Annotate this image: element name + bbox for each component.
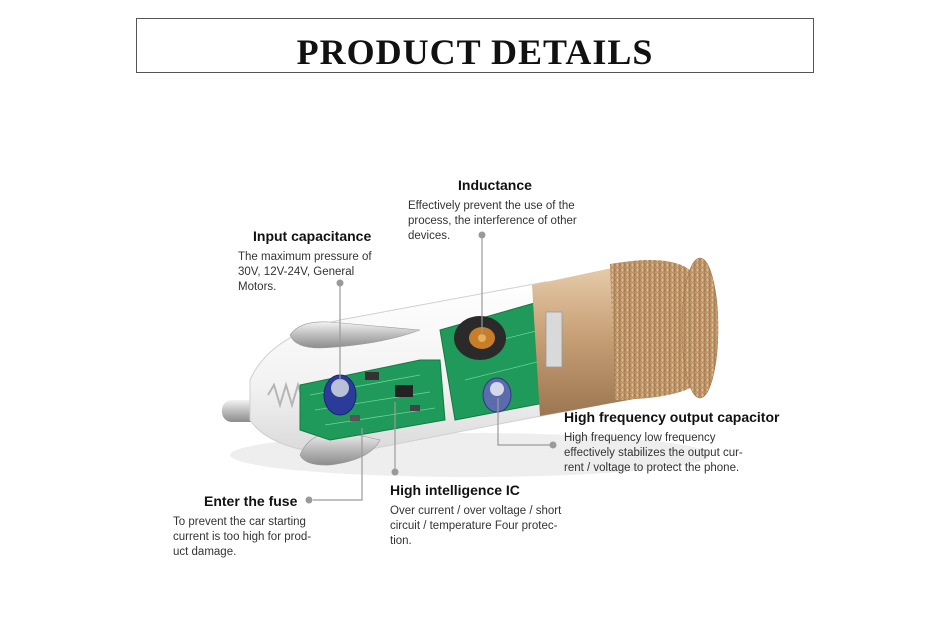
callout-fuse-heading: Enter the fuse [204, 493, 298, 509]
callout-fuse: Enter the fuse To prevent the car starti… [173, 493, 323, 560]
callout-inductance-heading: Inductance [458, 177, 532, 193]
callout-inductance-body: Effectively prevent the use of the proce… [408, 200, 577, 242]
leader-dots [305, 231, 557, 504]
title-box: PRODUCT DETAILS [136, 18, 814, 73]
smd-4 [350, 415, 360, 421]
callout-fuse-body: To prevent the car starting current is t… [173, 516, 312, 558]
page-title: PRODUCT DETAILS [296, 32, 654, 72]
leader-fuse [313, 428, 363, 501]
leader-output-cap [497, 398, 553, 446]
smd-2 [395, 385, 413, 397]
callout-ic-heading: High intelligence IC [390, 482, 520, 498]
smd-3 [410, 405, 420, 411]
leader-lines [313, 236, 553, 501]
callout-output-capacitor-heading: High frequency output capacitor [564, 409, 780, 425]
callout-ic-body: Over current / over voltage / short circ… [390, 505, 562, 547]
spring-clip-top [289, 321, 421, 349]
callout-output-capacitor: High frequency output capacitor High fre… [564, 409, 784, 476]
knurled-cap [610, 260, 705, 400]
spring [267, 381, 305, 409]
callout-ic: High intelligence IC Over current / over… [390, 482, 575, 549]
smd-1 [365, 372, 379, 380]
callout-input-capacitance: Input capacitance The maximum pressure o… [238, 228, 388, 295]
callout-output-capacitor-body: High frequency low frequency effectively… [564, 432, 743, 474]
cap-end [681, 257, 719, 399]
callout-input-capacitance-body: The maximum pressure of 30V, 12V-24V, Ge… [238, 251, 372, 293]
usb-port [545, 311, 563, 368]
spring-clip-bottom [299, 431, 381, 466]
callout-inductance: Inductance Effectively prevent the use o… [408, 177, 593, 244]
callout-input-capacitance-heading: Input capacitance [253, 228, 372, 244]
